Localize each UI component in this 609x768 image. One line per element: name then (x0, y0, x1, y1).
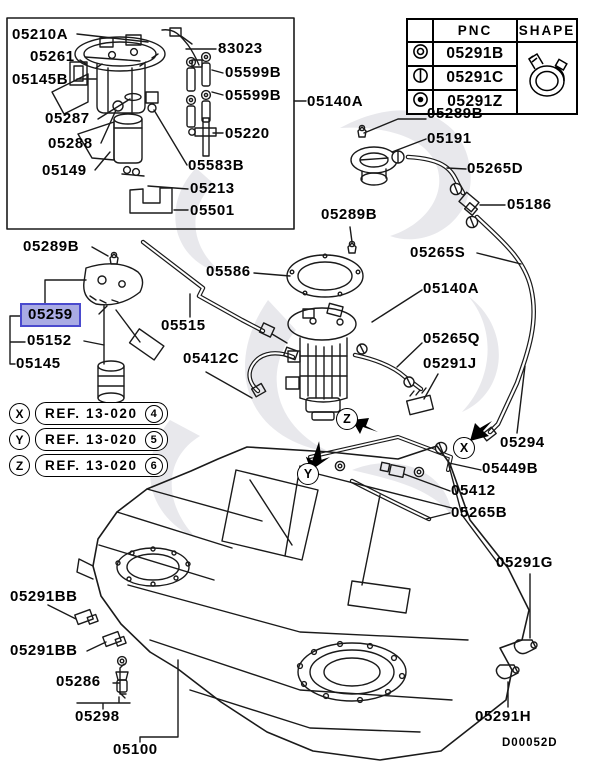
part-label-05145[interactable]: 05145 (16, 355, 61, 372)
ref-row-y[interactable]: Y REF. 13-020 5 (9, 428, 168, 451)
hose-lines (140, 154, 536, 522)
ref-letter-x: X (9, 403, 30, 424)
part-label-05186[interactable]: 05186 (507, 196, 552, 213)
part-label-05515[interactable]: 05515 (161, 317, 206, 334)
part-label-05286[interactable]: 05286 (56, 673, 101, 690)
part-label-05287[interactable]: 05287 (45, 110, 90, 127)
part-label-05291G[interactable]: 05291G (496, 554, 553, 571)
part-label-05140A-1[interactable]: 05140A (307, 93, 364, 110)
part-label-05412C[interactable]: 05412C (183, 350, 240, 367)
leader-lines (47, 167, 531, 743)
part-label-05265D[interactable]: 05265D (467, 160, 524, 177)
bolt-center (347, 240, 357, 254)
part-label-05289B-3[interactable]: 05289B (23, 238, 80, 255)
ref-box-y: REF. 13-020 5 (35, 428, 168, 451)
part-label-05191[interactable]: 05191 (427, 130, 472, 147)
marker-X: X (453, 437, 475, 459)
ref-text-x: REF. 13-020 (45, 405, 138, 421)
part-label-05501[interactable]: 05501 (190, 202, 235, 219)
pnc-cell-05291Z[interactable]: 05291Z (432, 89, 518, 115)
part-label-05145B[interactable]: 05145B (12, 71, 69, 88)
marker-Z: Z (336, 408, 358, 430)
part-label-05100[interactable]: 05100 (113, 741, 158, 758)
ref-text-y: REF. 13-020 (45, 431, 138, 447)
circle-vertical-bar-icon (406, 65, 434, 91)
part-label-05265B[interactable]: 05265B (451, 504, 508, 521)
pnc-header: PNC (432, 18, 518, 43)
part-label-05599B-2[interactable]: 05599B (225, 87, 282, 104)
part-label-05291H[interactable]: 05291H (475, 708, 532, 725)
ref-number-x: 4 (144, 404, 163, 423)
ref-letter-z: Z (9, 455, 30, 476)
part-label-83023[interactable]: 83023 (218, 40, 263, 57)
ref-letter-y: Y (9, 429, 30, 450)
fuel-tank (76, 445, 530, 761)
part-label-05294[interactable]: 05294 (500, 434, 545, 451)
circle-filled-dot-icon (406, 89, 434, 115)
sender-assembly (9, 246, 165, 404)
part-label-05289B-1[interactable]: 05289B (427, 105, 484, 122)
part-label-05291J[interactable]: 05291J (423, 355, 477, 372)
part-label-05265S[interactable]: 05265S (410, 244, 466, 261)
clamp-shape-cell (516, 41, 578, 115)
part-label-05265Q[interactable]: 05265Q (423, 330, 480, 347)
part-label-05289B-2[interactable]: 05289B (321, 206, 378, 223)
ref-box-z: REF. 13-020 6 (35, 454, 168, 477)
pnc-cell-05291C[interactable]: 05291C (432, 65, 518, 91)
pnc-shape-table: PNC SHAPE 05291B 05291C (406, 18, 578, 115)
part-label-05220[interactable]: 05220 (225, 125, 270, 142)
ref-text-z: REF. 13-020 (45, 457, 138, 473)
part-label-05288[interactable]: 05288 (48, 135, 93, 152)
ref-row-z[interactable]: Z REF. 13-020 6 (9, 454, 168, 477)
watermark (150, 110, 499, 538)
part-label-05291BB-1[interactable]: 05291BB (10, 588, 78, 605)
ref-number-z: 6 (144, 456, 163, 475)
part-label-05213[interactable]: 05213 (190, 180, 235, 197)
gasket-ring (286, 253, 364, 298)
part-label-05261[interactable]: 05261 (30, 48, 75, 65)
shape-header: SHAPE (516, 18, 578, 43)
diagram-code: D00052D (502, 737, 558, 749)
part-label-05412[interactable]: 05412 (451, 482, 496, 499)
part-label-05152[interactable]: 05152 (27, 332, 72, 349)
part-label-05298[interactable]: 05298 (75, 708, 120, 725)
clamp-symbols (334, 150, 479, 478)
double-circle-icon (406, 41, 434, 67)
ref-box-x: REF. 13-020 4 (35, 402, 168, 425)
ref-row-x[interactable]: X REF. 13-020 4 (9, 402, 168, 425)
table-corner-cell (406, 18, 434, 43)
fuel-pump-module (285, 302, 357, 421)
part-label-05259-highlighted[interactable]: 05259 (20, 303, 81, 327)
part-label-05149[interactable]: 05149 (42, 162, 87, 179)
part-label-05210A[interactable]: 05210A (12, 26, 69, 43)
part-label-05583B[interactable]: 05583B (188, 157, 245, 174)
marker-Y: Y (297, 463, 319, 485)
ref-number-y: 5 (144, 430, 163, 449)
pnc-cell-05291B[interactable]: 05291B (432, 41, 518, 67)
part-label-05599B-1[interactable]: 05599B (225, 64, 282, 81)
pump-assembly-box (6, 17, 295, 230)
part-label-05586[interactable]: 05586 (206, 263, 251, 280)
hose-clamp-icon (527, 52, 568, 97)
part-label-05140A-2[interactable]: 05140A (423, 280, 480, 297)
part-label-05449B[interactable]: 05449B (482, 460, 539, 477)
part-label-05291BB-2[interactable]: 05291BB (10, 642, 78, 659)
harness-connector (405, 387, 435, 416)
